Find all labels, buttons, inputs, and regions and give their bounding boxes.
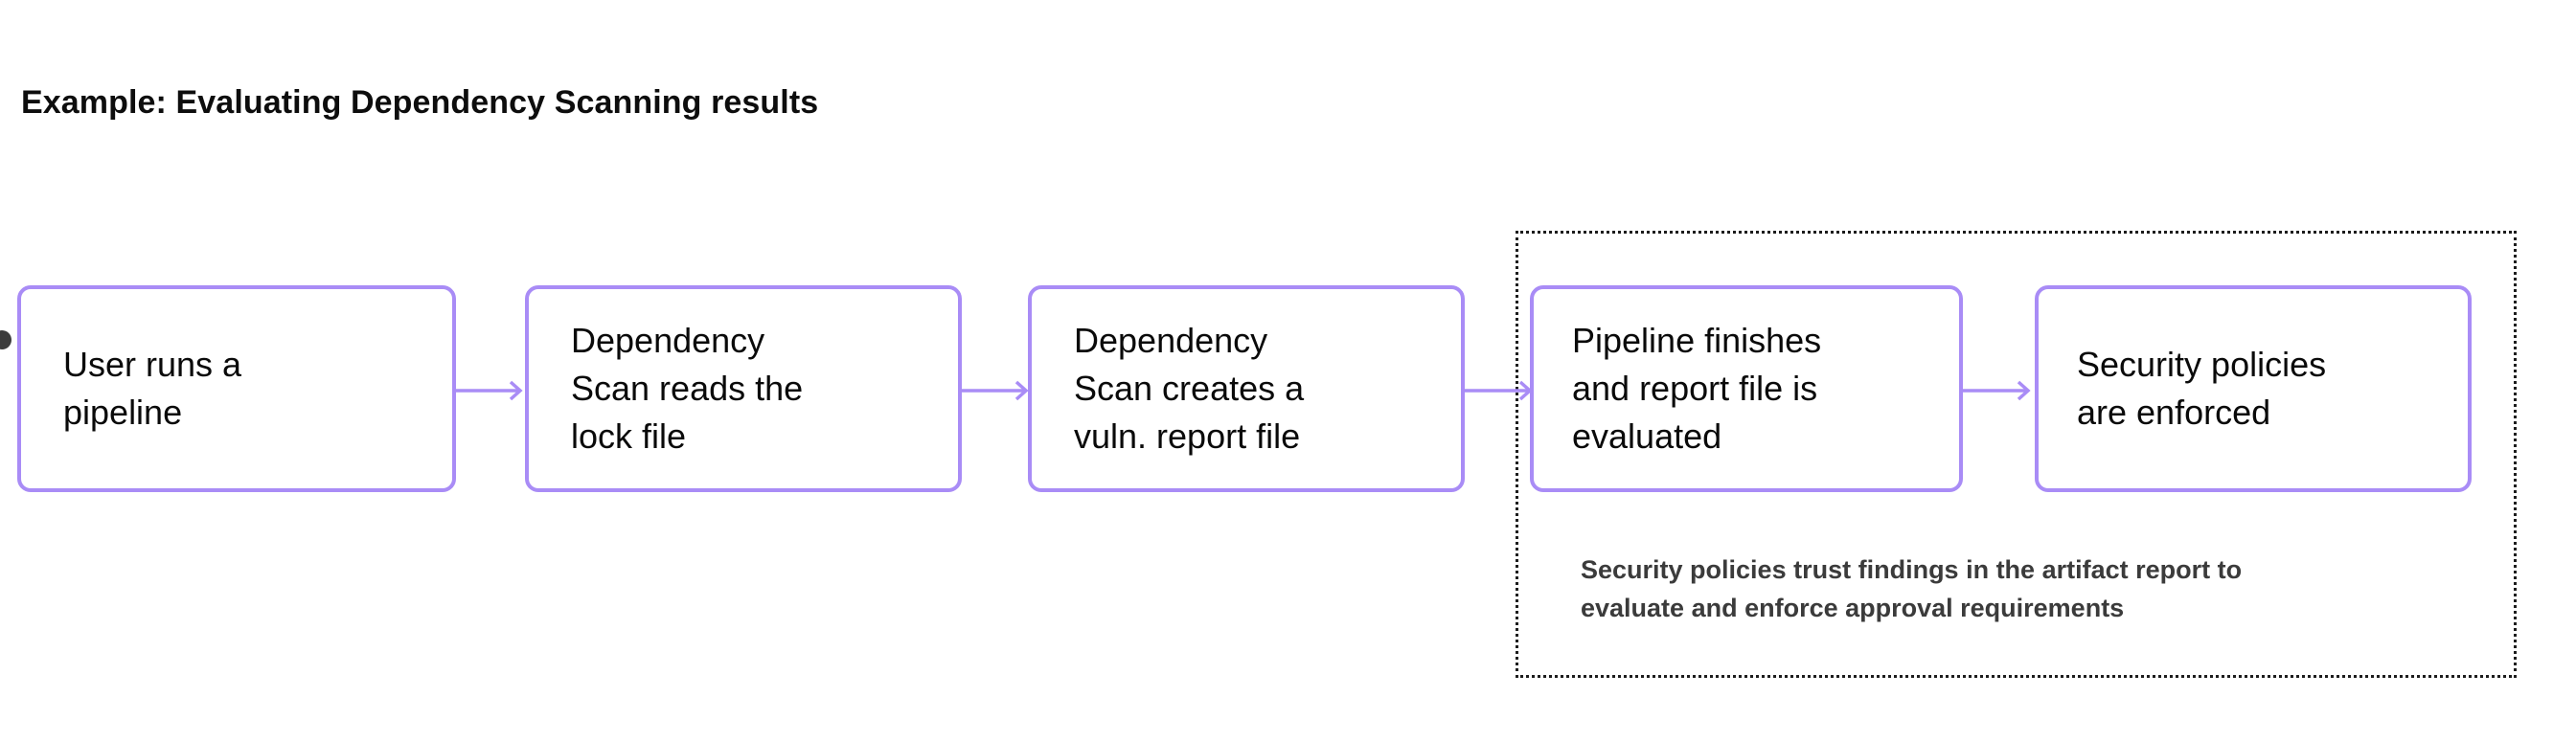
flow-box-security-policies-enforced[interactable]: Security policies are enforced (2035, 285, 2472, 492)
page-title: Example: Evaluating Dependency Scanning … (21, 84, 819, 121)
flow-box-label: Dependency Scan reads the lock file (571, 321, 804, 456)
flow-box-pipeline-finishes-report-evaluated[interactable]: Pipeline finishes and report file is eva… (1530, 285, 1963, 492)
flow-box-label: Dependency Scan creates a vuln. report f… (1074, 321, 1305, 456)
flow-arrow-icon (961, 380, 1029, 401)
flow-start-dot-icon (0, 330, 11, 349)
security-policy-group-caption: Security policies trust findings in the … (1581, 555, 2243, 622)
flow-box-dependency-scan-creates-report[interactable]: Dependency Scan creates a vuln. report f… (1028, 285, 1465, 492)
flow-arrow-icon (455, 380, 523, 401)
flow-box-user-runs-pipeline[interactable]: User runs a pipeline (17, 285, 456, 492)
flow-arrow-icon (1465, 380, 1533, 401)
flow-box-label: Security policies are enforced (2077, 345, 2327, 432)
flow-box-dependency-scan-reads-lock-file[interactable]: Dependency Scan reads the lock file (525, 285, 962, 492)
flow-arrow-icon (1963, 380, 2031, 401)
flow-box-label: User runs a pipeline (63, 345, 242, 432)
flow-box-label: Pipeline finishes and report file is eva… (1572, 321, 1822, 456)
security-policy-group-container (1516, 231, 2517, 678)
